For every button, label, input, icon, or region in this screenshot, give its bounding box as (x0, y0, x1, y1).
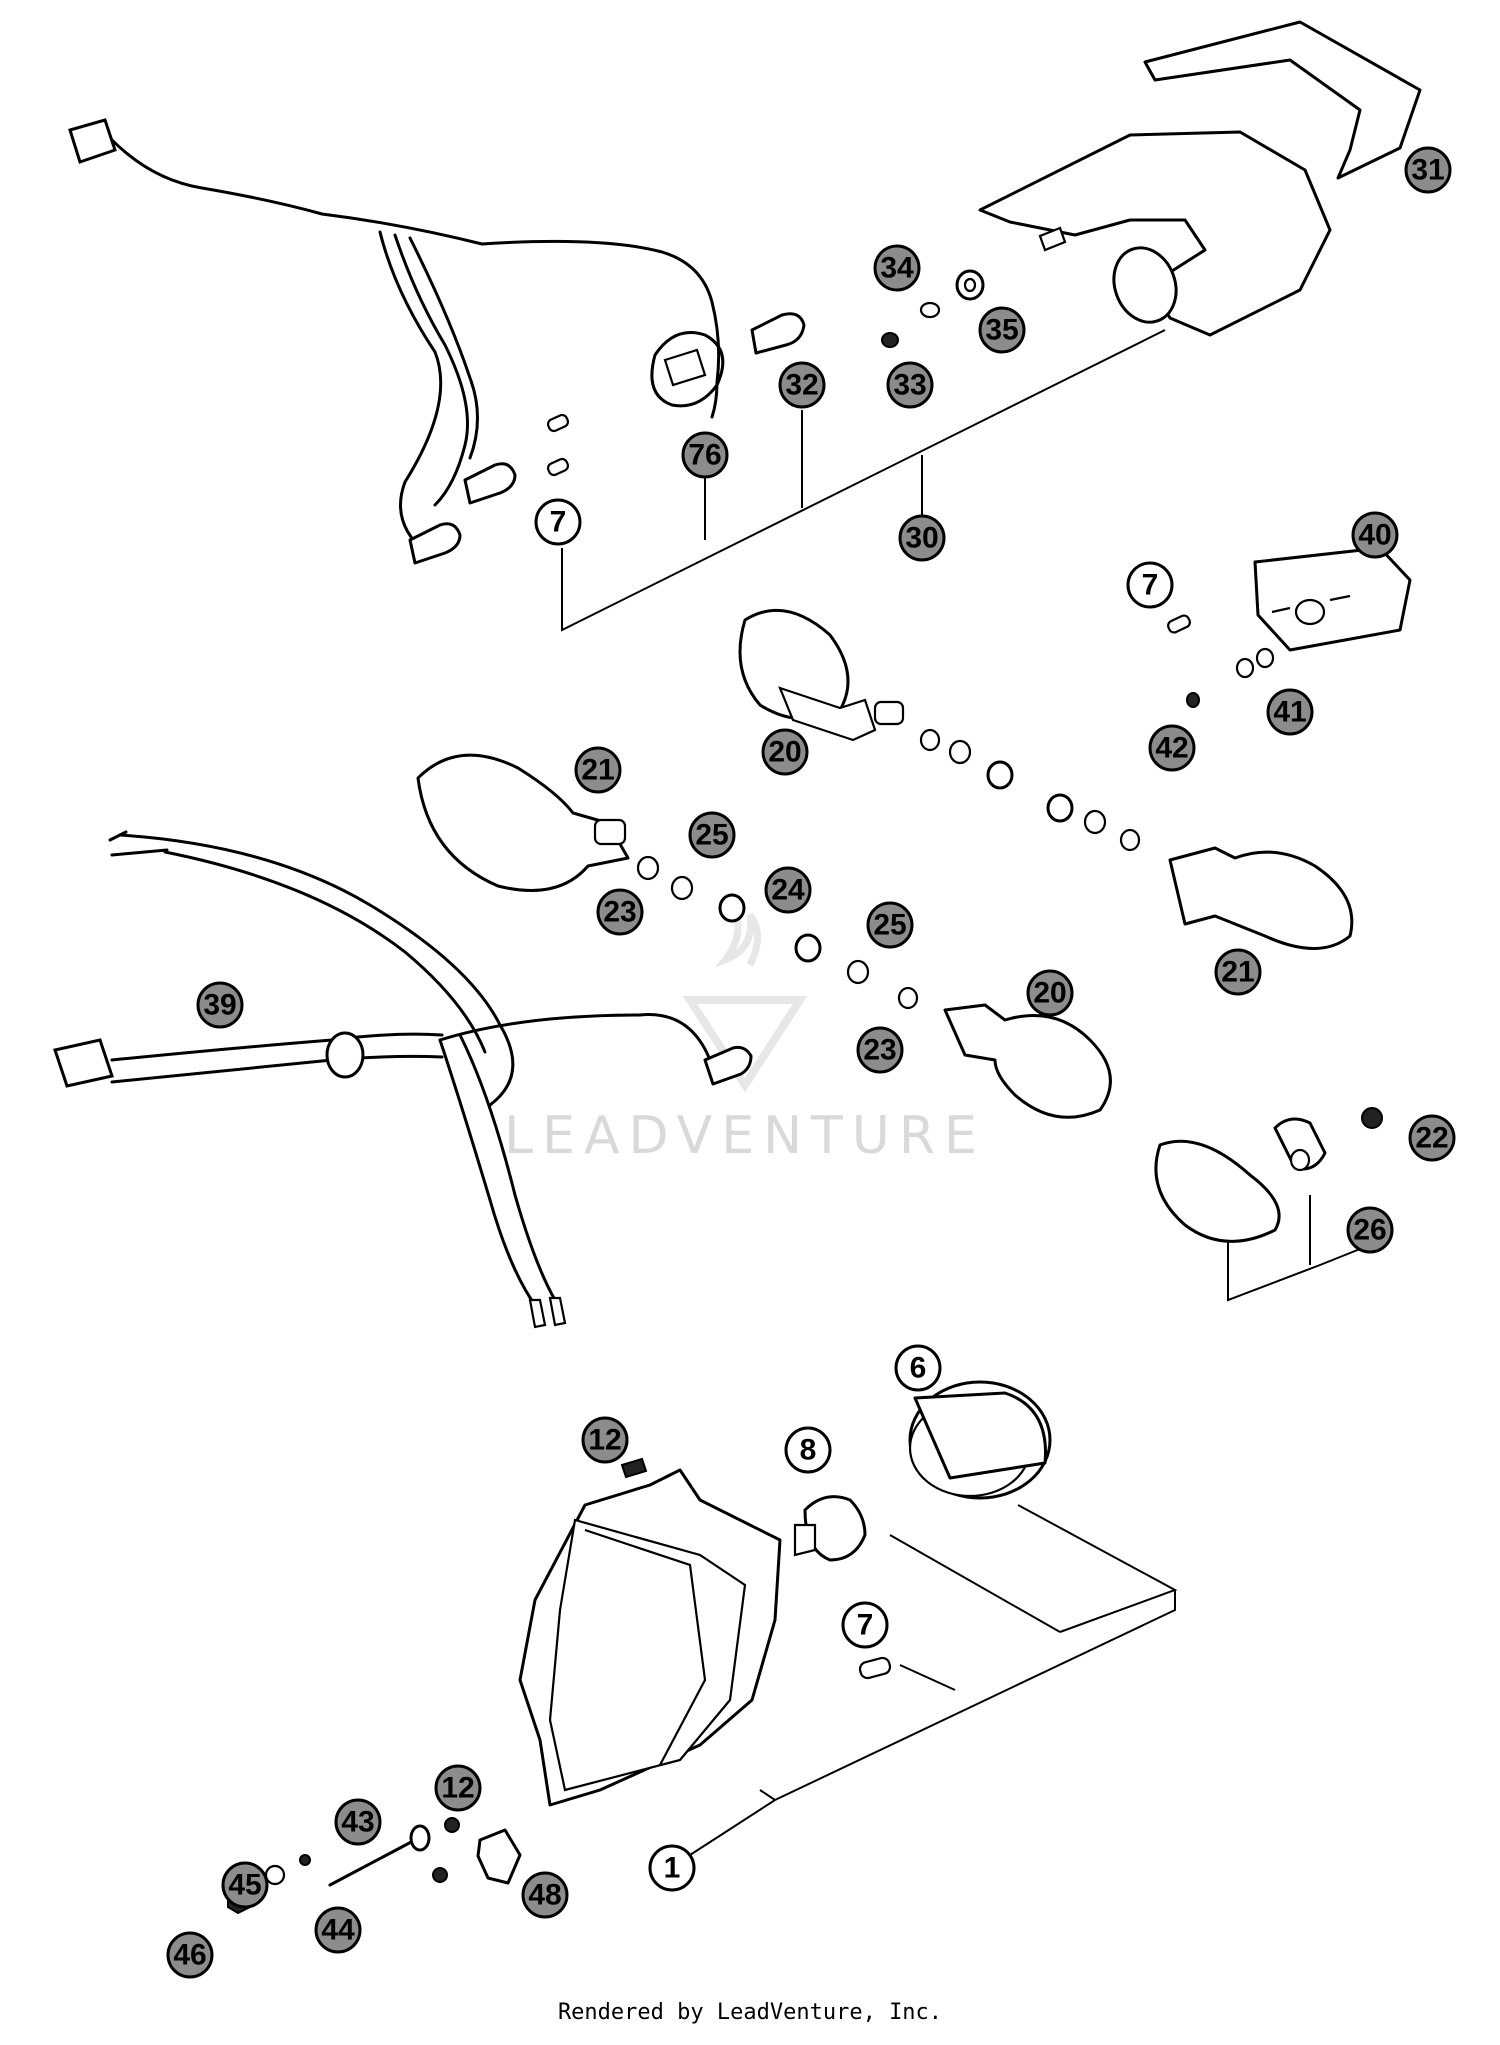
svg-text:1: 1 (664, 1852, 681, 1885)
svg-text:46: 46 (173, 1939, 206, 1972)
svg-text:48: 48 (528, 1879, 561, 1912)
svg-text:21: 21 (581, 754, 614, 787)
callout-32: 32 (778, 361, 826, 409)
footer-credit: Rendered by LeadVenture, Inc. (557, 2000, 943, 2025)
callout-25-lower: 25 (866, 901, 914, 949)
svg-text:43: 43 (341, 1806, 374, 1839)
svg-text:40: 40 (1358, 519, 1391, 552)
callout-43: 43 (334, 1798, 382, 1846)
callout-8: 8 (784, 1426, 832, 1474)
callout-24: 24 (764, 866, 812, 914)
callout-42: 42 (1148, 724, 1196, 772)
svg-text:12: 12 (441, 1772, 474, 1805)
svg-text:7: 7 (550, 506, 567, 539)
callout-21-left: 21 (574, 746, 622, 794)
callout-21-right: 21 (1214, 948, 1262, 996)
callout-12-lower: 12 (434, 1764, 482, 1812)
svg-text:6: 6 (910, 1352, 927, 1385)
svg-text:26: 26 (1353, 1214, 1386, 1247)
callout-39: 39 (196, 981, 244, 1029)
watermark-logo (682, 902, 808, 1093)
callout-48: 48 (521, 1871, 569, 1919)
svg-text:76: 76 (688, 439, 721, 472)
callout-33: 33 (886, 361, 934, 409)
indicator-section-art (53, 546, 1412, 1329)
svg-text:24: 24 (771, 874, 805, 907)
svg-text:39: 39 (203, 989, 236, 1022)
callout-12-upper: 12 (581, 1416, 629, 1464)
svg-text:20: 20 (1033, 977, 1066, 1010)
svg-text:42: 42 (1155, 732, 1188, 765)
svg-text:32: 32 (785, 369, 818, 402)
svg-text:41: 41 (1273, 696, 1306, 729)
callout-23-upper: 23 (596, 888, 644, 936)
callout-35: 35 (978, 306, 1026, 354)
svg-text:7: 7 (1142, 569, 1159, 602)
tail-section-art (68, 20, 1422, 632)
svg-text:23: 23 (863, 1034, 896, 1067)
callout-23-lower: 23 (856, 1026, 904, 1074)
callout-1: 1 (648, 1844, 696, 1892)
svg-text:35: 35 (985, 314, 1018, 347)
callout-41: 41 (1266, 688, 1314, 736)
callout-7-top: 7 (534, 498, 582, 546)
callout-46: 46 (166, 1931, 214, 1979)
svg-text:25: 25 (873, 909, 906, 942)
callout-22: 22 (1408, 1114, 1456, 1162)
callout-40: 40 (1351, 511, 1399, 559)
callout-31: 31 (1404, 146, 1452, 194)
svg-text:7: 7 (857, 1609, 874, 1642)
callout-7-bottom: 7 (841, 1601, 889, 1649)
svg-text:30: 30 (905, 522, 938, 555)
callout-76: 76 (681, 431, 729, 479)
svg-text:23: 23 (603, 896, 636, 929)
callout-25-upper: 25 (688, 811, 736, 859)
callout-20-upper: 20 (761, 728, 809, 776)
svg-text:33: 33 (893, 369, 926, 402)
svg-text:34: 34 (880, 252, 914, 285)
headlight-section-art (227, 1380, 1178, 1915)
callout-20-lower: 20 (1026, 969, 1074, 1017)
svg-text:25: 25 (695, 819, 728, 852)
callout-34: 34 (873, 244, 921, 292)
callout-7-mid: 7 (1126, 561, 1174, 609)
callout-26: 26 (1346, 1206, 1394, 1254)
svg-text:44: 44 (321, 1914, 355, 1947)
callout-45: 45 (221, 1861, 269, 1909)
svg-text:22: 22 (1415, 1122, 1448, 1155)
svg-text:45: 45 (228, 1869, 261, 1902)
watermark-text: LEADVENTURE (504, 1106, 986, 1166)
svg-text:31: 31 (1411, 154, 1444, 187)
callout-44: 44 (314, 1906, 362, 1954)
svg-text:20: 20 (768, 736, 801, 769)
callout-30: 30 (898, 514, 946, 562)
svg-text:21: 21 (1221, 956, 1254, 989)
svg-text:8: 8 (800, 1434, 817, 1467)
callout-6: 6 (894, 1344, 942, 1392)
svg-text:12: 12 (588, 1424, 621, 1457)
